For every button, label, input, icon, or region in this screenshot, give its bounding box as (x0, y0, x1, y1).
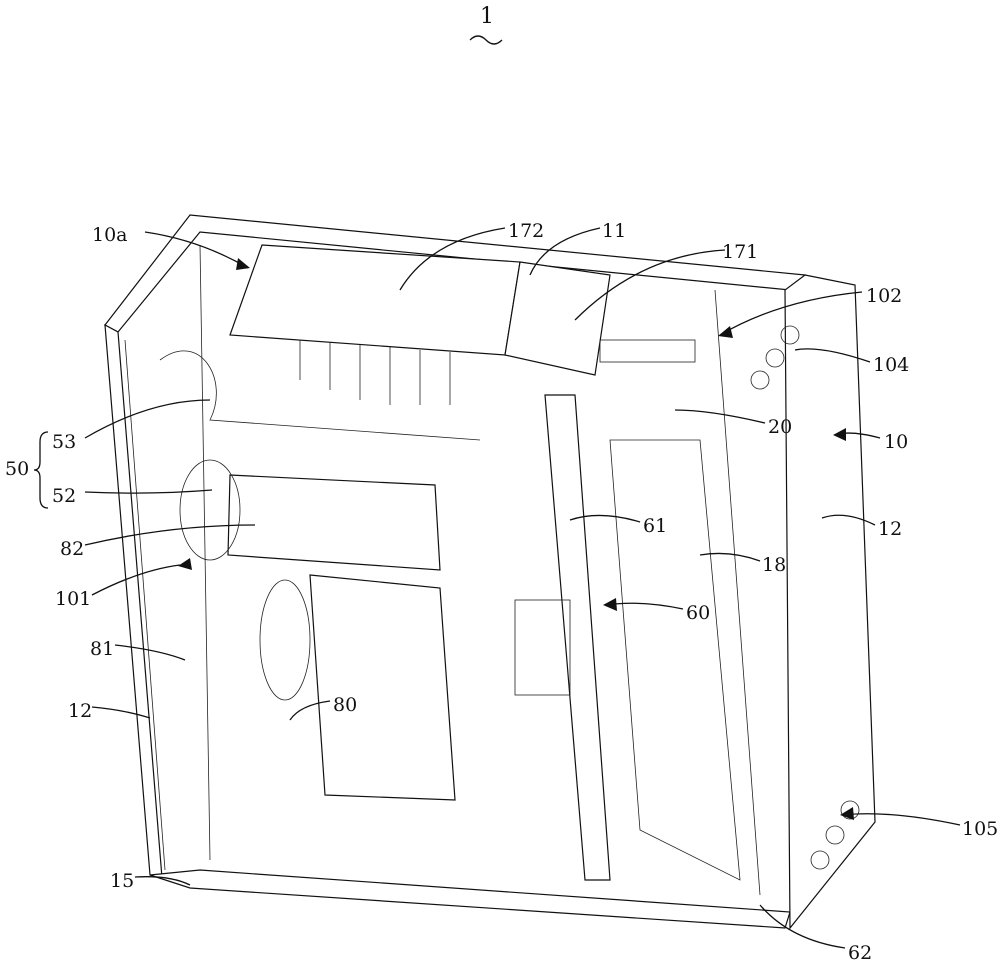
label-12-right: 12 (878, 520, 902, 539)
module-80 (310, 575, 455, 800)
figure-number: 1 (480, 6, 494, 28)
pipe-20 (600, 340, 695, 362)
label-60: 60 (686, 604, 710, 623)
label-10a: 10a (92, 226, 128, 245)
label-12-left: 12 (68, 702, 92, 721)
label-20: 20 (768, 418, 792, 437)
label-81: 81 (90, 640, 114, 659)
label-52: 52 (52, 487, 76, 506)
label-18: 18 (762, 556, 786, 575)
label-82: 82 (60, 540, 84, 559)
label-11: 11 (602, 222, 626, 241)
rail-61 (545, 395, 610, 880)
label-15: 15 (110, 872, 134, 891)
label-62: 62 (848, 944, 872, 963)
duct-53 (160, 351, 480, 440)
label-101: 101 (55, 590, 91, 609)
label-171: 171 (722, 243, 758, 262)
label-80: 80 (333, 696, 357, 715)
cover-171 (505, 262, 610, 375)
label-53: 53 (52, 433, 76, 452)
label-172: 172 (508, 222, 544, 241)
module-82 (228, 475, 440, 570)
cover-172 (230, 245, 520, 355)
panel-18 (610, 440, 740, 880)
reference-tilde (470, 36, 502, 44)
label-50: 50 (5, 460, 29, 479)
motor (260, 580, 310, 700)
label-10: 10 (884, 433, 908, 452)
valve (515, 600, 570, 695)
label-61: 61 (643, 517, 667, 536)
label-102: 102 (866, 287, 902, 306)
label-105: 105 (962, 820, 998, 839)
label-104: 104 (873, 356, 909, 375)
